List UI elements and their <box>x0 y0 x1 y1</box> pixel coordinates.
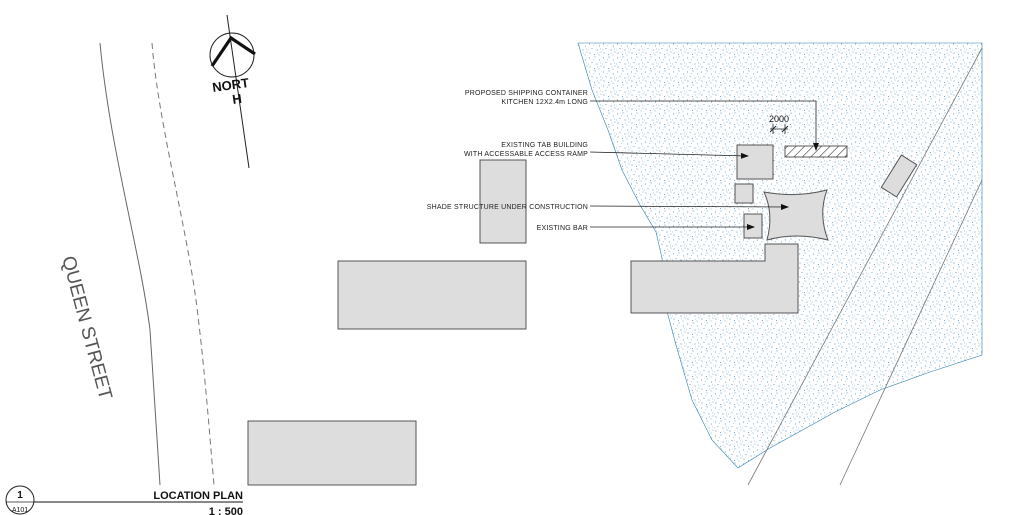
view-number: 1 <box>17 490 23 501</box>
existing-tab-building <box>736 144 774 180</box>
north-arrow: NORT H <box>209 14 256 169</box>
view-tag-circle <box>5 485 35 515</box>
street-centre-line <box>151 42 215 486</box>
building <box>247 420 417 486</box>
shade-label: SHADE STRUCTURE UNDER CONSTRUCTION <box>427 204 588 211</box>
building <box>337 260 527 330</box>
street-label: QUEEN STREET <box>57 254 116 403</box>
container-leader <box>590 100 819 151</box>
site-boundary-line <box>747 47 983 486</box>
existing-bar <box>743 213 763 239</box>
container-label-2: KITCHEN 12X2.4m LONG <box>502 99 588 106</box>
bar-label: EXISTING BAR <box>537 225 588 232</box>
building <box>630 243 799 314</box>
title-block: 1 A101 LOCATION PLAN 1 : 500 <box>5 485 243 515</box>
container-label: PROPOSED SHIPPING CONTAINER <box>465 90 588 97</box>
shade-structure <box>763 189 829 241</box>
street-edge-line <box>99 42 161 486</box>
plan-title: LOCATION PLAN <box>153 490 243 502</box>
shade-leader <box>589 203 789 210</box>
plan-scale: 1 : 500 <box>209 506 243 515</box>
sheet-number: A101 <box>12 507 28 514</box>
ramp <box>734 183 754 204</box>
tab-leader <box>589 151 749 159</box>
building <box>479 159 527 244</box>
tab-label: EXISTING TAB BUILDING <box>501 142 588 149</box>
dimension-2000: 2000 <box>769 114 789 134</box>
north-label: NORT <box>211 75 250 95</box>
dimension-label: 2000 <box>769 114 789 124</box>
north-label-2: H <box>231 91 242 107</box>
tab-label-2: WITH ACCESSABLE ACCESS RAMP <box>464 151 588 158</box>
outbuilding <box>880 154 918 198</box>
site-boundary-line <box>839 179 983 486</box>
